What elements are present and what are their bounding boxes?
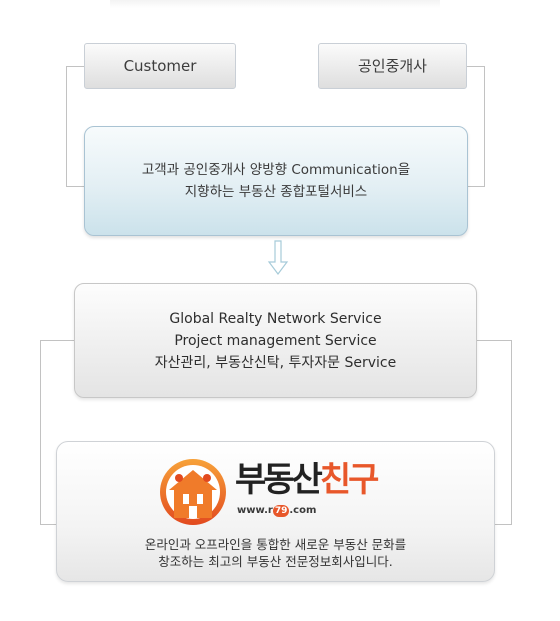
connector-lower-left-vertical <box>40 340 41 525</box>
brand-name-part2: 친구 <box>319 460 380 500</box>
connector-right-bottom <box>467 186 485 187</box>
connector-left-vertical <box>66 66 67 187</box>
connector-lower-right-vertical <box>511 340 512 525</box>
brand-name: 부동산친구 <box>235 460 380 500</box>
url-prefix: www.r <box>237 505 273 516</box>
customer-label: Customer <box>123 57 197 75</box>
communication-box: 고객과 공인중개사 양방향 Communication을 지향하는 부동산 종합… <box>84 126 468 236</box>
connector-lower-right-bottom <box>494 524 512 525</box>
connector-left-bottom <box>66 186 84 187</box>
broker-label: 공인중개사 <box>357 57 427 75</box>
description-line-2: 창조하는 최고의 부동산 전문정보회사입니다. <box>158 554 393 569</box>
url-suffix: .com <box>289 505 317 516</box>
description-line-1: 온라인과 오프라인을 통합한 새로운 부동산 문화를 <box>144 537 407 552</box>
url-mid: 79 <box>272 505 290 517</box>
brand-name-part1: 부동산 <box>235 460 323 500</box>
communication-line-1: 고객과 공인중개사 양방향 Communication을 <box>141 162 411 178</box>
company-description: 온라인과 오프라인을 통합한 새로운 부동산 문화를 창조하는 최고의 부동산 … <box>57 536 494 570</box>
broker-label-box: 공인중개사 <box>318 43 467 89</box>
house-people-logo-icon <box>160 459 226 525</box>
down-arrow-icon <box>267 240 289 275</box>
connector-right-vertical <box>484 66 485 187</box>
services-line-3: 자산관리, 부동산신탁, 투자자문 Service <box>154 354 397 371</box>
services-line-1: Global Realty Network Service <box>169 310 382 327</box>
customer-label-box: Customer <box>84 43 236 89</box>
services-line-2: Project management Service <box>174 332 377 349</box>
connector-right-top <box>467 66 485 67</box>
connector-left-top <box>66 66 84 67</box>
top-fade <box>110 0 440 8</box>
services-box: Global Realty Network Service Project ma… <box>74 283 477 398</box>
connector-lower-left-top <box>40 340 74 341</box>
connector-lower-right-top <box>476 340 512 341</box>
communication-line-2: 지향하는 부동산 종합포털서비스 <box>184 184 368 200</box>
connector-lower-left-bottom <box>40 524 56 525</box>
